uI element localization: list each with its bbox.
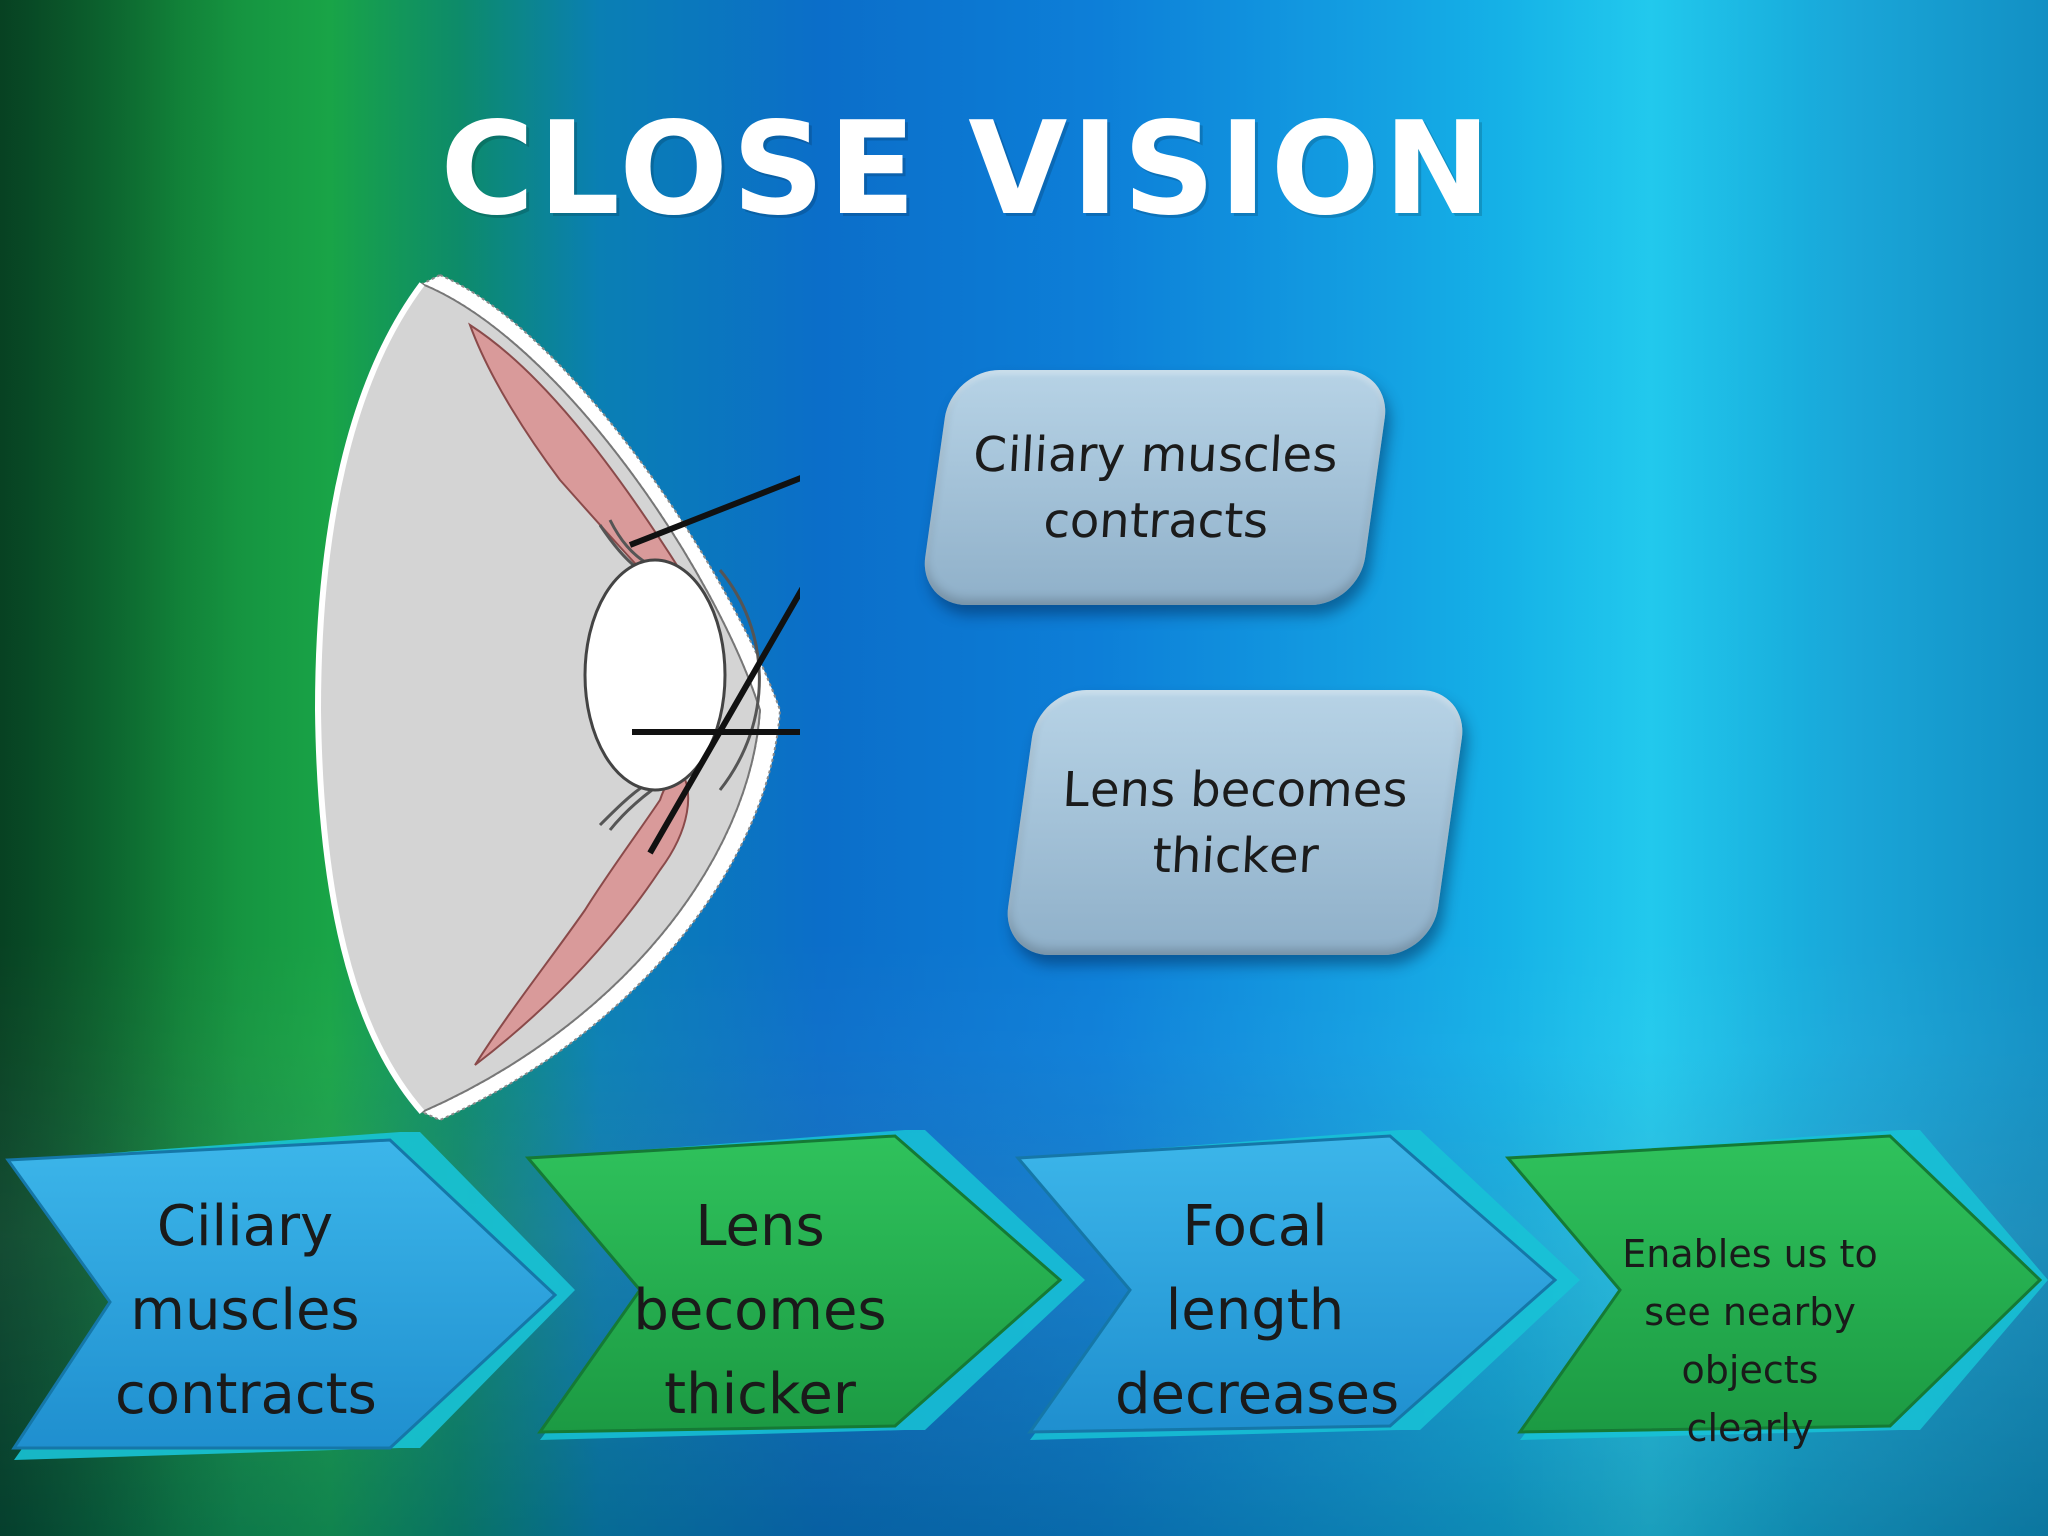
flow-step-4-line1: Enables us to — [1622, 1232, 1878, 1276]
flow-step-1-arrow — [5, 1132, 575, 1460]
flow-step-3-line2: length — [1165, 1278, 1345, 1343]
callout-1-line1: Ciliary muscles — [969, 426, 1341, 483]
flow-step-1-label: Ciliary muscles contracts — [115, 1185, 377, 1437]
flow-step-1-line1: Ciliary — [156, 1194, 334, 1259]
slide-title: CLOSE VISION — [440, 95, 1495, 244]
flow-step-1-line2: muscles — [130, 1278, 360, 1343]
flow-step-2-arrow — [524, 1130, 1085, 1440]
sclera — [419, 273, 782, 1122]
callout-1-line2: contracts — [1038, 492, 1272, 549]
flow-step-2-line2: becomes — [633, 1278, 887, 1343]
flow-step-2-label: Lens becomes thicker — [625, 1185, 895, 1437]
callout-2-line1: Lens becomes — [1059, 761, 1411, 818]
flow-step-3-line1: Focal — [1182, 1194, 1328, 1259]
process-flow — [5, 1130, 2048, 1460]
eye-diagram — [314, 273, 800, 1122]
lower-ciliary-muscle — [474, 768, 690, 1066]
flow-step-4-line2: see nearby — [1644, 1290, 1856, 1334]
flow-step-2-line1: Lens — [695, 1194, 825, 1259]
callout-2-line2: thicker — [1148, 827, 1322, 884]
flow-step-4-line3: objects clearly — [1681, 1348, 1819, 1450]
flow-step-2-line3: thicker — [664, 1362, 856, 1427]
pointer-line-upper-2 — [647, 586, 800, 855]
pointer-line-upper-1 — [628, 475, 800, 548]
callout-lens-thicker: Lens becomes thicker — [1001, 690, 1469, 955]
callout-ciliary-muscles: Ciliary muscles contracts — [918, 370, 1392, 605]
flow-step-4-label: Enables us to see nearby objects clearly — [1620, 1225, 1880, 1457]
flow-step-3-arrow — [1014, 1130, 1580, 1440]
flow-step-3-label: Focal length decreases — [1115, 1185, 1400, 1437]
flow-step-4-arrow — [1504, 1130, 2048, 1440]
flow-step-3-line3: decreases — [1115, 1362, 1400, 1427]
flow-step-1-line3: contracts — [115, 1362, 377, 1427]
cornea — [718, 569, 761, 791]
eyeball-cut-edge — [314, 282, 425, 1114]
